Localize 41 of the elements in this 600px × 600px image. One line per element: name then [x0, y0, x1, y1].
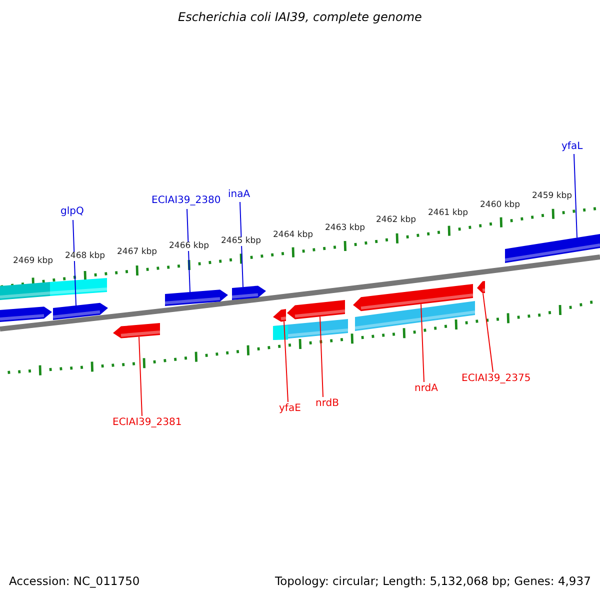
- gene-label: ECIAI39_2381: [112, 418, 182, 428]
- gene-label: ECIAI39_2380: [152, 196, 221, 206]
- scale-label: 2464 kbp: [273, 231, 314, 240]
- scale-label: 2459 kbp: [532, 192, 572, 200]
- scale-label: 2462 kbp: [376, 216, 416, 224]
- gene-feature: [0, 306, 52, 322]
- gene-label: inaA: [228, 190, 250, 200]
- gene-feature: [164, 290, 228, 306]
- gene-label: nrdB: [316, 399, 339, 409]
- gene-label: yfaL: [562, 142, 583, 152]
- leader-line: [420, 304, 424, 382]
- leader-line: [284, 320, 288, 402]
- gene-feature: [232, 286, 266, 300]
- genome-summary-text: Topology: circular; Length: 5,132,068 bp; Genes: 4,937: [275, 576, 591, 588]
- accession-text: Accession: NC_011750: [9, 576, 140, 588]
- leader-line: [72, 220, 76, 306]
- gene-feature: [113, 323, 160, 338]
- leader-line: [320, 316, 324, 398]
- scale-label: 2460 kbp: [480, 201, 520, 210]
- scale-label: 2465 kbp: [221, 237, 262, 246]
- scale-label: 2466 kbp: [169, 242, 210, 250]
- gene-label: glpQ: [60, 207, 84, 217]
- diagram-title: Escherichia coli IAI39, complete genome: [178, 11, 422, 23]
- leader-line: [240, 202, 244, 288]
- gene-feature: [353, 284, 474, 312]
- scale-label: 2469 kbp: [13, 257, 54, 266]
- gene-feature: [477, 281, 486, 294]
- gene-label: ECIAI39_2375: [462, 374, 531, 384]
- scale-label: 2463 kbp: [325, 224, 366, 232]
- scale-label: 2461 kbp: [428, 209, 468, 218]
- gene-feature: [273, 309, 286, 322]
- leader-line: [186, 208, 190, 292]
- gene-label: nrdA: [414, 384, 438, 394]
- scale-label: 2468 kbp: [65, 252, 106, 260]
- gene-feature: [52, 302, 108, 320]
- gene-feature: [504, 234, 600, 263]
- gene-label: yfaE: [279, 404, 301, 414]
- leader-line: [574, 154, 578, 238]
- scale-label: 2467 kbp: [117, 248, 158, 256]
- leader-line: [138, 336, 142, 416]
- leader-line: [482, 292, 494, 372]
